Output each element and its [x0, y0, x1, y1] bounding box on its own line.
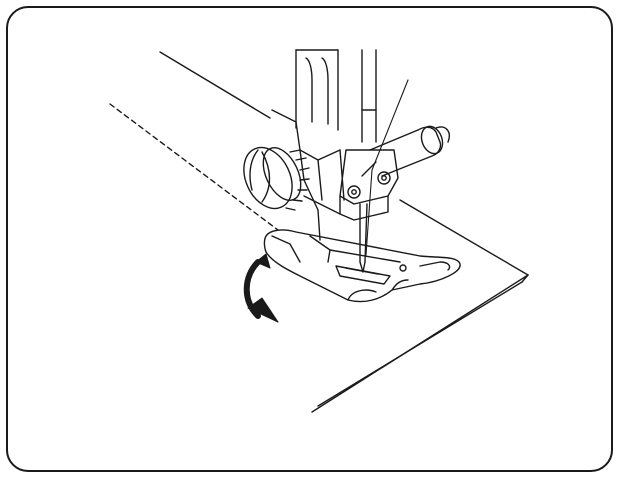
foot-holder	[271, 109, 345, 241]
needle-bar	[361, 49, 377, 143]
stitch-guide-line	[109, 103, 279, 231]
presser-bar	[295, 49, 339, 131]
thumb-screw-knob	[243, 146, 310, 211]
lowering-arrow	[243, 253, 279, 323]
presser-foot-sole	[263, 229, 461, 303]
fabric-sheet	[159, 51, 529, 413]
figure-frame	[6, 6, 613, 472]
needle-clamp	[339, 149, 399, 221]
thread-guide-arm	[369, 125, 450, 177]
needle	[359, 203, 368, 273]
thread	[365, 79, 409, 256]
